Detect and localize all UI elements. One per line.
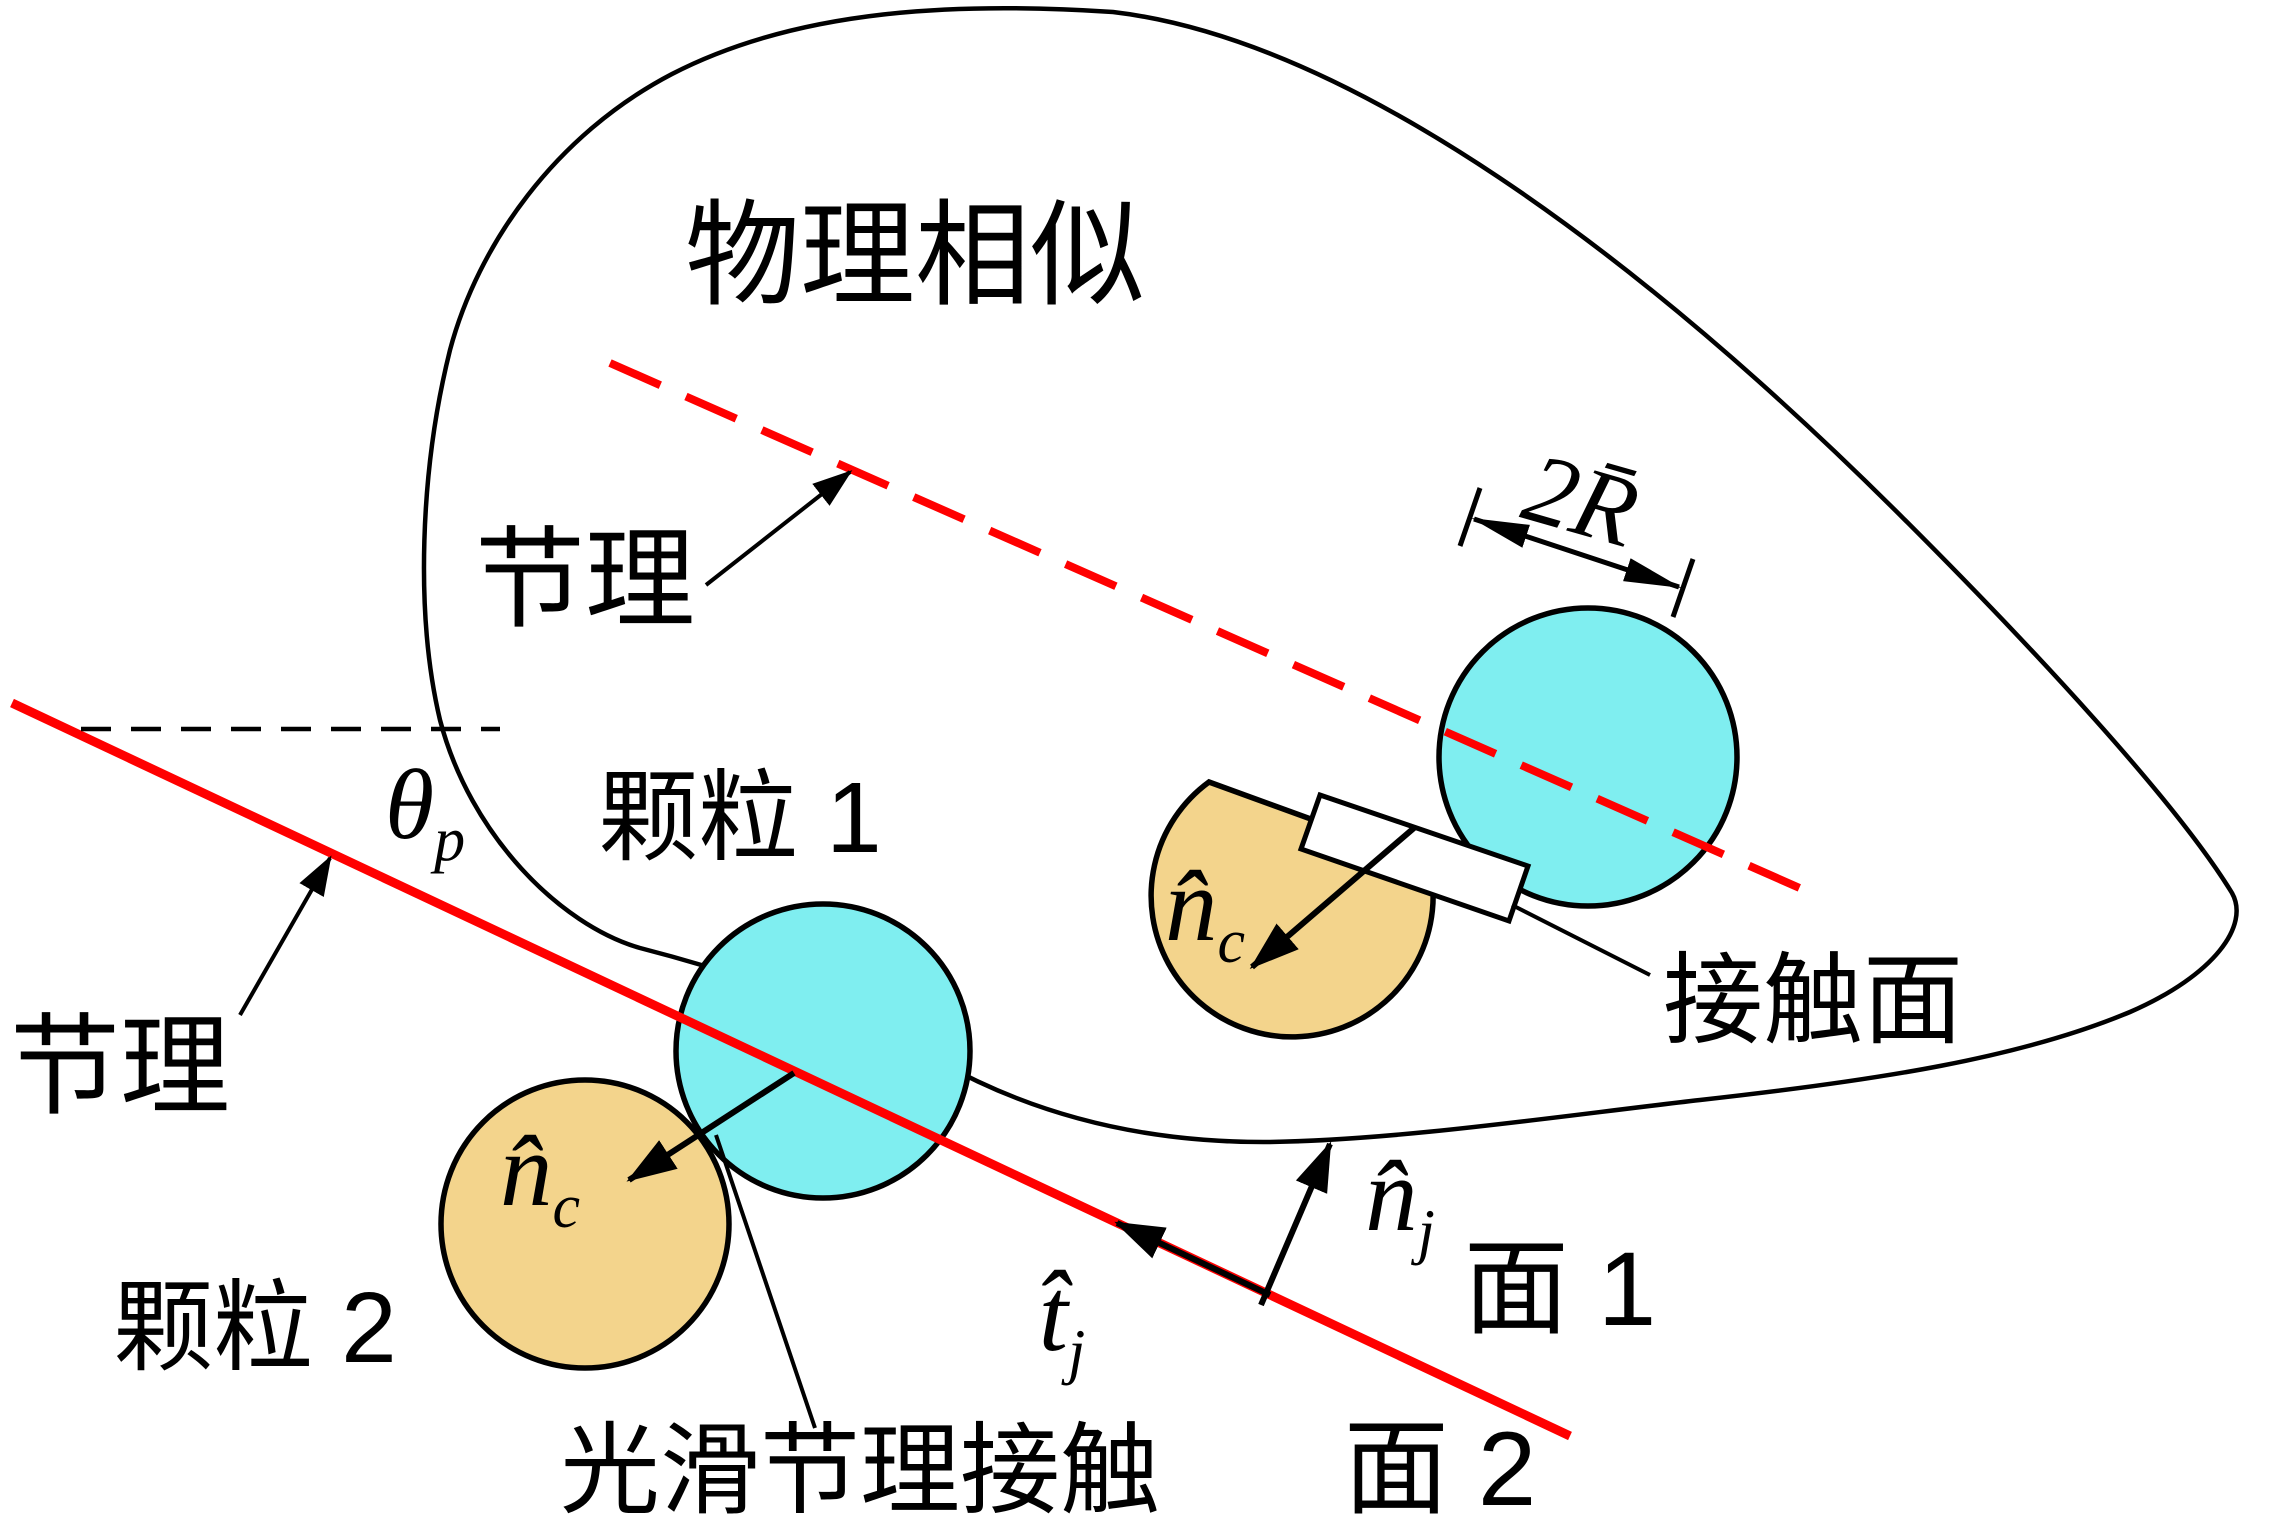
nc-lower-sub: c <box>552 1173 580 1241</box>
nc-arrow-lower <box>626 1070 796 1183</box>
particle2-label: 颗粒 2 <box>113 1272 396 1384</box>
nc-upper-sub: c <box>1217 908 1245 976</box>
theta-sub: p <box>430 806 465 874</box>
face1-label: 面 1 <box>1464 1231 1657 1348</box>
diameter-label: 2R̄ <box>1513 431 1650 568</box>
contact-plane-label: 接触面 <box>1663 945 1963 1057</box>
joint-solid-line <box>10 698 1572 1441</box>
diameter-dimension-line <box>1471 516 1682 590</box>
contact-plane-rect <box>1297 791 1532 925</box>
nc-upper-label: n̂c <box>1165 846 1245 976</box>
tj-arrow <box>1114 1220 1272 1298</box>
joint-lower-leader-line <box>238 855 332 1016</box>
tj-label: t̂j <box>1039 1256 1085 1386</box>
smooth-joint-contact-leader-line <box>714 1134 817 1429</box>
particle1-label: 颗粒 1 <box>598 762 881 874</box>
nc-lower-base: n̂ <box>500 1111 553 1228</box>
joint-upper-label: 节理 <box>475 519 695 642</box>
title-label: 物理相似 <box>685 192 1145 320</box>
nj-base: n̂ <box>1365 1136 1418 1253</box>
particle1-circle <box>673 901 973 1201</box>
nc-lower-label: n̂c <box>500 1111 580 1241</box>
theta-base: θ <box>385 749 434 860</box>
joint-dashed-line <box>608 359 1822 901</box>
smooth-joint-contact-label: 光滑节理接触 <box>560 1415 1160 1524</box>
theta-p-label: θp <box>385 749 465 874</box>
bonded-particle-circle <box>1436 605 1740 909</box>
diameter-tick-right <box>1670 558 1696 618</box>
diameter-tick-left <box>1457 487 1483 547</box>
particle2-circle <box>438 1077 732 1371</box>
rock-mass-outline <box>421 5 2239 1145</box>
nj-arrow <box>1258 1141 1333 1307</box>
joint-upper-leader-line <box>704 470 853 587</box>
nc-upper-base: n̂ <box>1165 846 1218 963</box>
contact-plane-leader-line <box>1511 903 1651 977</box>
joint-lower-label: 节理 <box>10 1006 230 1129</box>
face2-label: 面 2 <box>1344 1411 1537 1524</box>
tj-base: t̂ <box>1039 1256 1073 1373</box>
nc-arrow-upper <box>1249 825 1416 970</box>
nj-label: n̂j <box>1365 1136 1435 1266</box>
